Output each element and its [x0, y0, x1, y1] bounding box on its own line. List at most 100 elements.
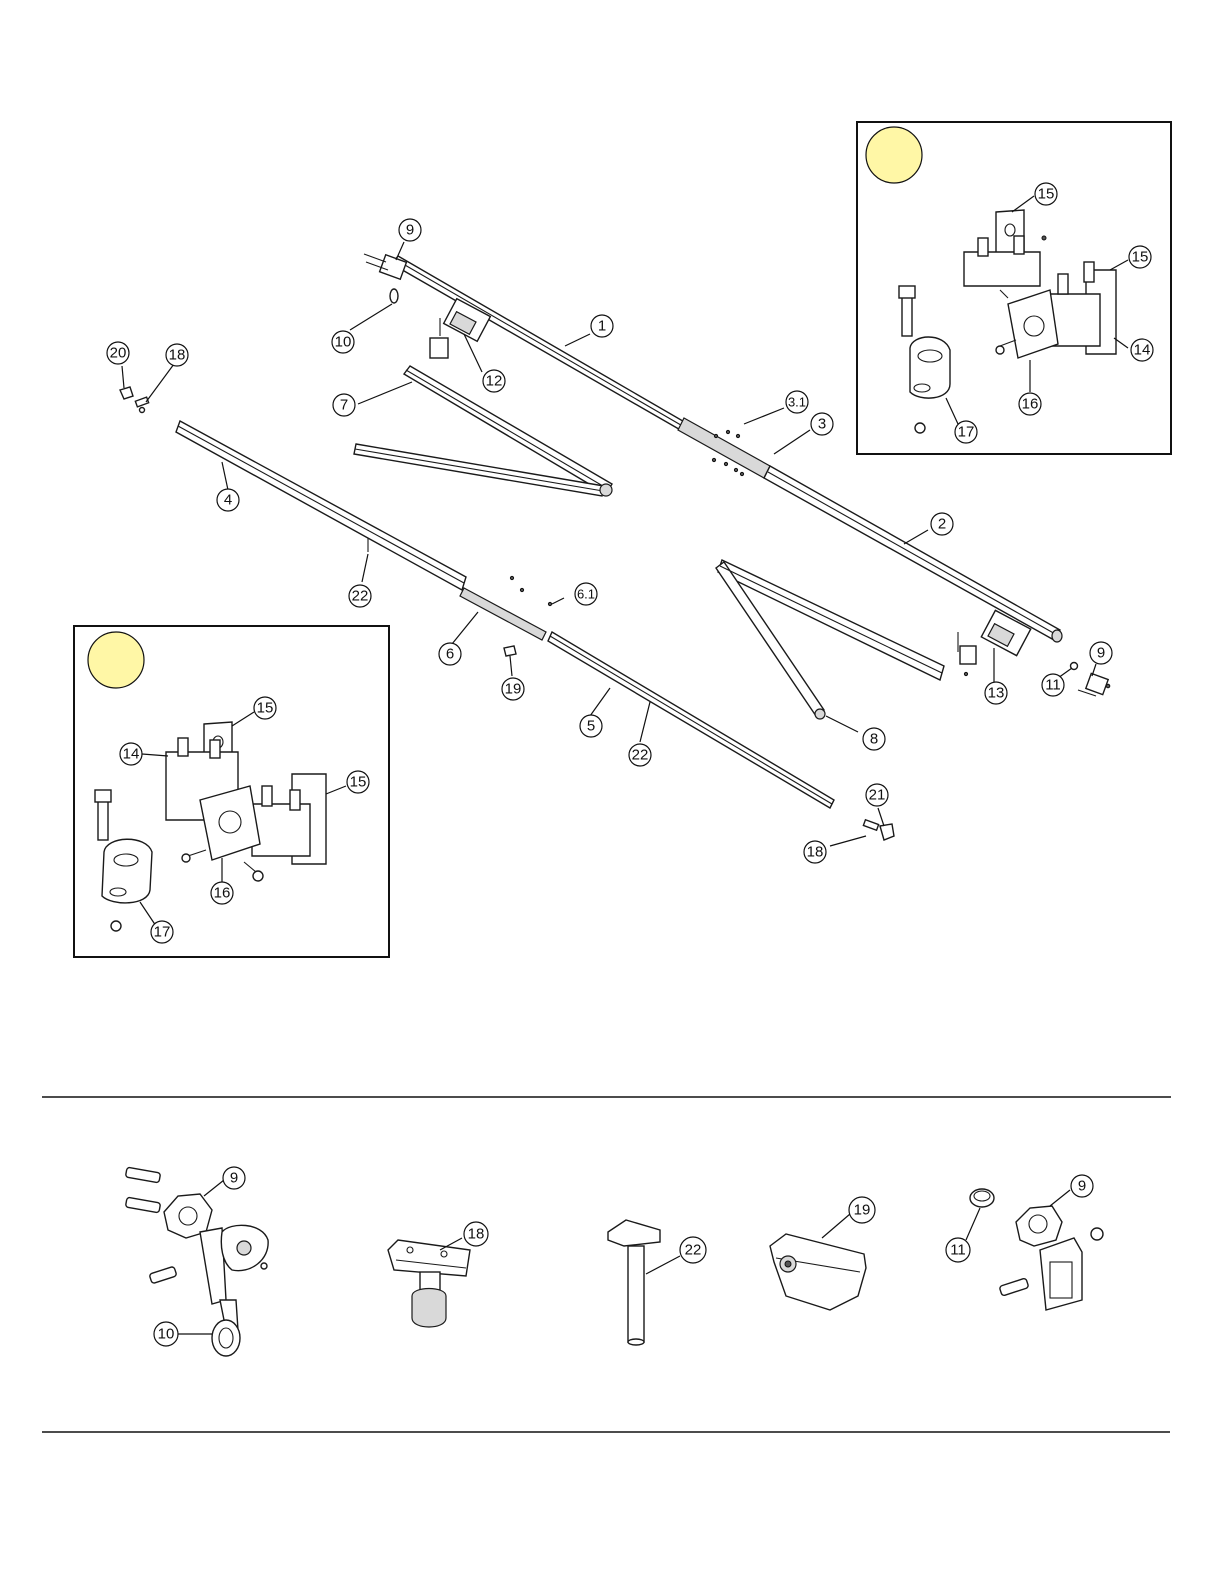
callout-20: 20 [107, 342, 129, 364]
callout-9-upper: 9 [399, 219, 421, 241]
svg-text:20: 20 [110, 345, 127, 362]
cap-part-21 [880, 824, 894, 840]
callout-15-side: 15 [1129, 246, 1151, 268]
svg-text:17: 17 [958, 424, 975, 441]
svg-text:21: 21 [869, 787, 886, 804]
svg-text:9: 9 [1078, 1178, 1086, 1195]
brace-part-7 [354, 366, 612, 496]
callout-18: 18 [464, 1222, 488, 1246]
svg-text:5: 5 [587, 718, 595, 735]
callout-19: 19 [502, 678, 524, 700]
svg-text:7: 7 [340, 397, 348, 414]
callout-6-1: 6.1 [575, 583, 597, 605]
callout-4: 4 [217, 489, 239, 511]
brace-part-8 [716, 560, 944, 719]
svg-text:17: 17 [154, 924, 171, 941]
callout-5: 5 [580, 715, 602, 737]
svg-text:4: 4 [224, 492, 232, 509]
callout-10: 10 [332, 331, 354, 353]
svg-text:22: 22 [352, 588, 369, 605]
svg-text:15: 15 [257, 700, 274, 717]
svg-text:6.1: 6.1 [577, 587, 595, 602]
svg-text:14: 14 [1134, 342, 1151, 359]
callout-7: 7 [333, 394, 355, 416]
inset-marker-left [88, 632, 144, 688]
callout-12: 12 [483, 370, 505, 392]
callout-15-side: 15 [347, 771, 369, 793]
svg-text:3.1: 3.1 [788, 395, 806, 410]
svg-text:10: 10 [158, 1326, 175, 1343]
svg-text:19: 19 [505, 681, 522, 698]
svg-text:15: 15 [350, 774, 367, 791]
cap-part-19 [504, 646, 516, 656]
coupler-bolts-lower [510, 576, 551, 605]
callout-17: 17 [151, 921, 173, 943]
callouts-main: 1 2 3 3.1 4 5 6 6.1 7 8 9 9 10 11 12 13 … [107, 219, 1112, 863]
callout-11: 11 [946, 1238, 970, 1262]
callout-21: 21 [866, 784, 888, 806]
detail-bracket-11-9: 11 9 [946, 1175, 1103, 1310]
callout-22-upper: 22 [349, 585, 371, 607]
callout-9: 9 [1071, 1175, 1093, 1197]
callout-9: 9 [223, 1167, 245, 1189]
coupler-part-6 [460, 588, 546, 640]
callout-22: 22 [680, 1237, 706, 1263]
svg-text:11: 11 [1045, 677, 1061, 694]
end-bracket-right [1071, 663, 1110, 697]
svg-text:9: 9 [1097, 645, 1105, 662]
callout-15-top: 15 [1035, 183, 1057, 205]
callout-17: 17 [955, 421, 977, 443]
inset-detail-right: 15 15 14 16 17 [857, 122, 1171, 454]
svg-text:10: 10 [335, 334, 352, 351]
svg-text:3: 3 [818, 416, 826, 433]
callout-3-1: 3.1 [786, 391, 808, 413]
svg-text:1: 1 [598, 318, 606, 335]
svg-text:8: 8 [870, 731, 878, 748]
callout-14: 14 [120, 743, 142, 765]
svg-text:16: 16 [1022, 396, 1039, 413]
detail-pin-22: 22 [608, 1220, 706, 1345]
callout-15-top: 15 [254, 697, 276, 719]
svg-text:18: 18 [468, 1226, 485, 1243]
callout-1: 1 [591, 315, 613, 337]
svg-text:22: 22 [632, 747, 649, 764]
svg-text:13: 13 [988, 685, 1005, 702]
end-bracket-upper [364, 254, 406, 303]
callout-2: 2 [931, 513, 953, 535]
callout-13: 13 [985, 682, 1007, 704]
plug-part-18-upper [135, 397, 148, 412]
callout-14: 14 [1131, 339, 1153, 361]
svg-text:9: 9 [406, 222, 414, 239]
svg-text:14: 14 [123, 746, 140, 763]
callout-10: 10 [154, 1322, 178, 1346]
callout-3: 3 [811, 413, 833, 435]
inset-detail-left: 15 14 15 16 17 [74, 626, 389, 957]
callout-9-right: 9 [1090, 642, 1112, 664]
svg-text:18: 18 [169, 347, 186, 364]
svg-text:6: 6 [446, 646, 454, 663]
callout-18-upper: 18 [166, 344, 188, 366]
svg-text:16: 16 [214, 885, 231, 902]
callout-19: 19 [849, 1197, 875, 1223]
detail-part-18: 18 [388, 1222, 488, 1327]
plug-part-18-lower [863, 820, 878, 830]
detail-cap-19: 19 [770, 1197, 875, 1310]
svg-text:11: 11 [950, 1242, 966, 1259]
svg-text:19: 19 [854, 1202, 871, 1219]
callout-22-lower: 22 [629, 744, 651, 766]
callout-11: 11 [1042, 674, 1064, 696]
svg-text:18: 18 [807, 844, 824, 861]
coupler-part-3 [678, 418, 770, 478]
inset-marker-right [866, 127, 922, 183]
svg-text:22: 22 [685, 1242, 702, 1259]
cap-part-20 [120, 387, 133, 399]
callout-16: 16 [1019, 393, 1041, 415]
detail-hinge-9-10: 9 10 [125, 1167, 268, 1356]
callout-16: 16 [211, 882, 233, 904]
svg-text:15: 15 [1132, 249, 1149, 266]
callout-8: 8 [863, 728, 885, 750]
callout-18-lower: 18 [804, 841, 826, 863]
callout-6: 6 [439, 643, 461, 665]
svg-text:15: 15 [1038, 186, 1055, 203]
